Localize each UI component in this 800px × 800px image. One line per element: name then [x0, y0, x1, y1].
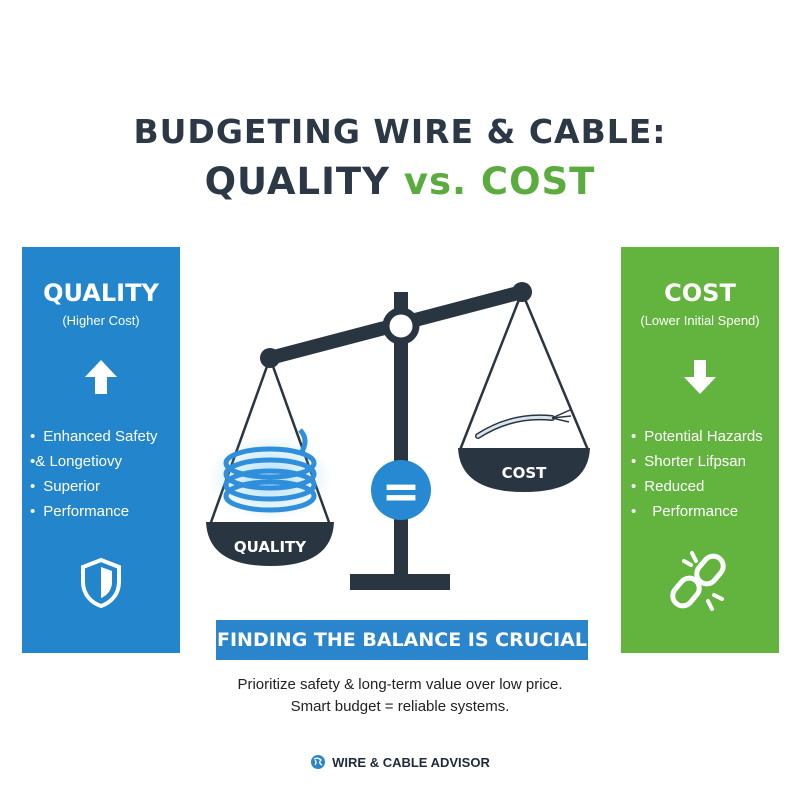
cost-pan: [458, 448, 590, 492]
footer-line-1: Prioritize safety & long-term value over…: [237, 676, 563, 693]
cost-subheading: (Lower Initial Spend): [640, 313, 760, 328]
equals-badge: [371, 460, 431, 520]
quality-subheading: (Higher Cost): [62, 313, 140, 328]
list-item: Performance: [631, 499, 779, 524]
cost-panel: COST (Lower Initial Spend) Potential Haz…: [621, 247, 779, 653]
globe-icon: [311, 755, 326, 769]
cost-heading: COST: [664, 279, 736, 307]
scale-base: [350, 574, 450, 590]
list-item: Enhanced Safety: [30, 424, 180, 449]
list-item: Performance: [30, 499, 180, 524]
brand: WIRE & CABLE ADVISOR: [0, 754, 800, 770]
shield-icon: [81, 557, 121, 609]
quality-heading: QUALITY: [43, 279, 159, 307]
cost-pan-label: COST: [502, 464, 548, 482]
pivot-icon: [382, 307, 420, 345]
cable-coil-icon: [223, 428, 317, 513]
arrow-up-icon: [85, 360, 117, 394]
equals-symbol: =: [382, 464, 421, 518]
title-quality: QUALITY: [204, 160, 390, 203]
quality-pan: [206, 522, 334, 566]
title-line-2: QUALITY vs. COST: [0, 160, 800, 203]
list-item: Shorter Lifpsan: [631, 449, 779, 474]
quality-pan-label: QUALITY: [234, 538, 307, 556]
brand-name: WIRE & CABLE ADVISOR: [332, 754, 490, 770]
list-item: & Longetiovy: [30, 449, 180, 474]
cost-list: Potential Hazards Shorter Lifpsan Reduce…: [631, 424, 779, 524]
footer-line-2: Smart budget = reliable systems.: [290, 698, 510, 715]
title-cost: COST: [480, 160, 596, 203]
list-item: Reduced: [631, 474, 779, 499]
cable-wire-icon: [475, 409, 572, 439]
list-item: Superior: [30, 474, 180, 499]
title-vs: vs.: [403, 160, 468, 203]
list-item: Potential Hazards: [631, 424, 779, 449]
broken-chain-icon: [670, 551, 726, 611]
quality-panel: QUALITY (Higher Cost) Enhanced Safety & …: [22, 247, 180, 653]
title-line-1: BUDGETING WIRE & CABLE:: [133, 112, 667, 151]
arrow-down-icon: [684, 360, 716, 394]
balance-banner: FINDING THE BALANCE IS CRUCIAL: [216, 620, 588, 660]
quality-list: Enhanced Safety & Longetiovy Superior Pe…: [30, 424, 180, 524]
